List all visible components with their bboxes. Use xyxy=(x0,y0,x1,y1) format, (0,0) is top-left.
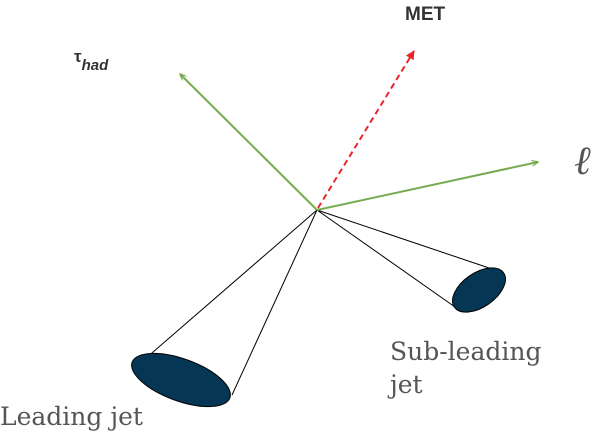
leading-jet-cone-right-edge xyxy=(231,209,318,396)
subleading-jet-ellipse xyxy=(452,267,506,313)
subleading-jet-cone-upper-edge xyxy=(316,209,499,272)
leading-jet xyxy=(131,209,318,408)
subleading-jet xyxy=(316,209,506,313)
tau-subscript: had xyxy=(82,57,110,74)
subleading-jet-label-line2: jet xyxy=(387,370,423,399)
leading-jet-ellipse xyxy=(131,352,231,408)
lepton-arrow xyxy=(316,162,538,211)
leading-jet-label: Leading jet xyxy=(0,402,143,431)
met-label: MET xyxy=(405,4,446,25)
subleading-jet-label-line1: Sub-leading xyxy=(390,337,541,366)
met-arrow xyxy=(317,50,415,209)
leading-jet-cone-left-edge xyxy=(144,209,318,360)
tau-had-label: τhad xyxy=(74,47,109,74)
tau-symbol: τ xyxy=(74,47,82,66)
lepton-label: ℓ xyxy=(574,138,591,184)
tau-had-arrow xyxy=(180,74,318,211)
subleading-jet-cone-lower-edge xyxy=(316,209,456,308)
